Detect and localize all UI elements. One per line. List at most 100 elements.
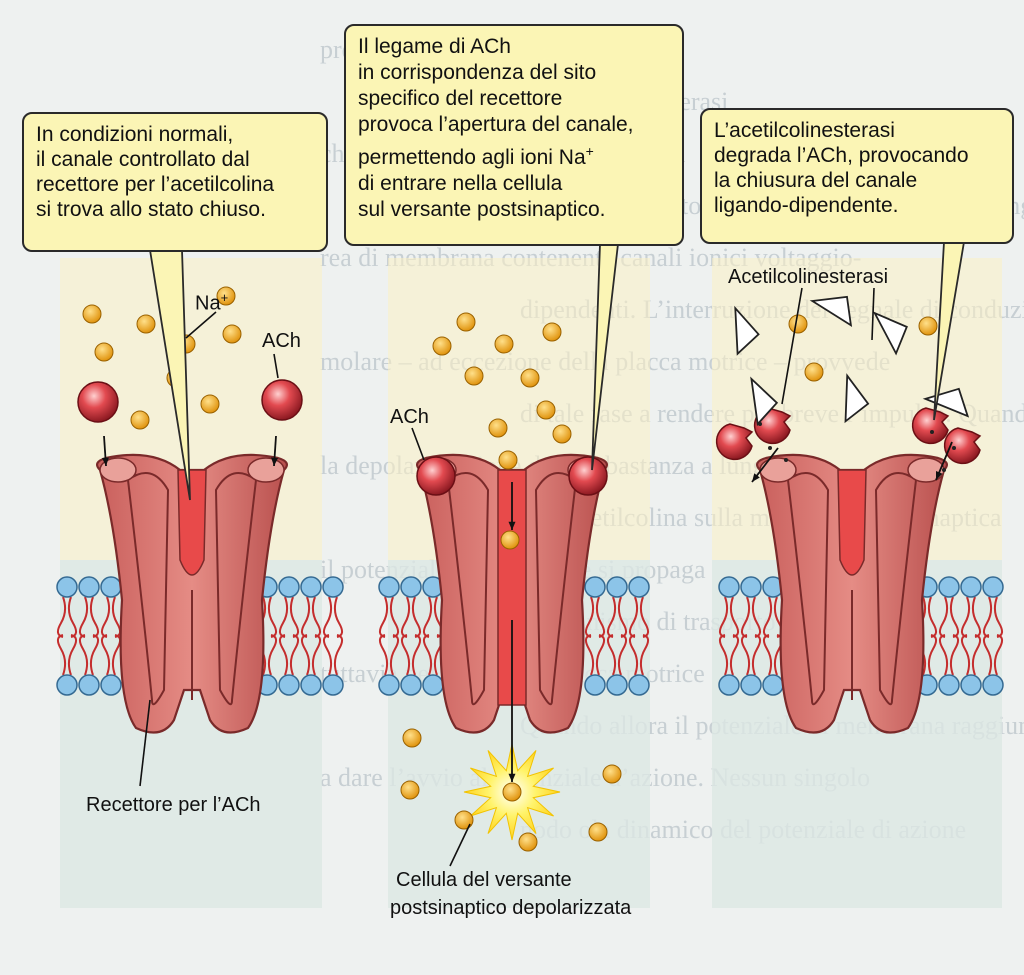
lipid-tail bbox=[79, 596, 89, 638]
receptor-subunit bbox=[874, 471, 918, 706]
callout-line: recettore per l’acetilcolina bbox=[36, 173, 275, 196]
lipid-tail bbox=[763, 634, 773, 676]
lipid-tail bbox=[741, 634, 751, 676]
lipid-tail bbox=[983, 634, 993, 676]
lipid-tail bbox=[607, 634, 617, 676]
callout-line: si trova allo stato chiuso. bbox=[36, 198, 266, 221]
sodium-ion bbox=[82, 304, 102, 324]
lipid-head bbox=[938, 674, 960, 696]
binding-site bbox=[247, 457, 285, 483]
callout-line: il canale controllato dal bbox=[36, 148, 250, 171]
callout-line: In condizioni normali, bbox=[36, 123, 234, 146]
lipid-tail bbox=[323, 634, 333, 676]
degraded-ach bbox=[715, 423, 754, 461]
lipid-tail bbox=[389, 596, 399, 638]
lipid-tail bbox=[323, 596, 333, 638]
lipid-tail bbox=[617, 634, 627, 676]
sodium-ion bbox=[130, 410, 150, 430]
lipid-head bbox=[56, 674, 78, 696]
lipid-head bbox=[322, 576, 344, 598]
lipid-tail bbox=[111, 596, 121, 638]
lipid-tail bbox=[301, 596, 311, 638]
lipid-head bbox=[584, 576, 606, 598]
sodium-charge: + bbox=[585, 143, 594, 159]
leader-line bbox=[273, 353, 279, 379]
callout-line: ligando-dipendente. bbox=[714, 194, 899, 217]
lipid-tail bbox=[423, 596, 433, 638]
lipid-tail bbox=[333, 596, 343, 638]
sodium-ion bbox=[804, 362, 824, 382]
lipid-tail bbox=[751, 634, 761, 676]
callout-tail bbox=[591, 243, 619, 471]
lipid-head bbox=[300, 576, 322, 598]
receptor-subunit bbox=[446, 471, 490, 706]
lipid-tail bbox=[993, 596, 1003, 638]
binding-site bbox=[99, 457, 137, 483]
callout-text: permettendo agli ioni Na bbox=[358, 146, 586, 169]
sodium-ion bbox=[136, 314, 156, 334]
leader-line bbox=[449, 823, 471, 867]
sodium-ion bbox=[918, 316, 938, 336]
lipid-tail bbox=[411, 596, 421, 638]
lipid-tail bbox=[729, 634, 739, 676]
callout-line: sul versante postsinaptico. bbox=[358, 198, 606, 221]
receptors bbox=[96, 453, 948, 734]
arrows bbox=[101, 435, 953, 782]
lipid-tail bbox=[389, 634, 399, 676]
lipid-tail bbox=[927, 596, 937, 638]
lipid-tail bbox=[101, 634, 111, 676]
sodium-ion bbox=[788, 314, 808, 334]
degraded-ach bbox=[943, 427, 982, 465]
callout-line: di entrare nella cellula bbox=[358, 172, 563, 195]
cell-label: Cellula del versante postsinaptico depol… bbox=[390, 866, 631, 922]
lipid-head bbox=[278, 576, 300, 598]
sodium-ion bbox=[94, 342, 114, 362]
receptor bbox=[96, 453, 288, 734]
lipid-tail bbox=[311, 596, 321, 638]
sodium-charge: + bbox=[220, 290, 229, 305]
receptor-subunit bbox=[214, 471, 258, 706]
sodium-ion bbox=[222, 324, 242, 344]
sodium-ion bbox=[542, 322, 562, 342]
acetylcholinesterase bbox=[872, 311, 908, 356]
callout-line: specifico del recettore bbox=[358, 87, 563, 110]
lipid-head bbox=[718, 674, 740, 696]
lipid-head bbox=[762, 674, 784, 696]
callout-pointers bbox=[139, 241, 965, 867]
lipid-tail bbox=[57, 634, 67, 676]
lipid-head bbox=[740, 674, 762, 696]
lipid-tail bbox=[423, 634, 433, 676]
lipid-tail bbox=[289, 596, 299, 638]
lipid-head bbox=[300, 674, 322, 696]
lipid-tail bbox=[89, 596, 99, 638]
spark-dot bbox=[930, 430, 934, 434]
lipid-tail bbox=[301, 634, 311, 676]
lipid-head bbox=[740, 576, 762, 598]
lipid-tail bbox=[629, 596, 639, 638]
receptor bbox=[756, 453, 948, 734]
lipid-tail bbox=[961, 634, 971, 676]
cell-label-line: Cellula del versante bbox=[396, 869, 572, 891]
acetylcholinesterase bbox=[734, 305, 760, 356]
lipid-head bbox=[960, 576, 982, 598]
degraded-ach bbox=[911, 407, 950, 445]
lipid-head bbox=[982, 576, 1004, 598]
sodium-label: Na+ bbox=[195, 290, 228, 316]
lipid-tail bbox=[379, 634, 389, 676]
ion-channel-closed bbox=[177, 469, 207, 576]
lipid-tail bbox=[267, 634, 277, 676]
acetylcholine-molecule bbox=[77, 381, 119, 423]
lipid-head bbox=[584, 674, 606, 696]
spark-dot bbox=[784, 458, 788, 462]
lipid-head bbox=[422, 674, 444, 696]
lipid-tail bbox=[939, 634, 949, 676]
lipid-head bbox=[322, 674, 344, 696]
lipid-tail bbox=[401, 634, 411, 676]
sodium-ion bbox=[588, 822, 608, 842]
spark-dot bbox=[758, 422, 762, 426]
lipid-head bbox=[78, 674, 100, 696]
lipid-tail bbox=[993, 634, 1003, 676]
lipid-tail bbox=[411, 634, 421, 676]
arrow-head bbox=[101, 457, 109, 466]
acetylcholinesterase bbox=[922, 387, 970, 418]
